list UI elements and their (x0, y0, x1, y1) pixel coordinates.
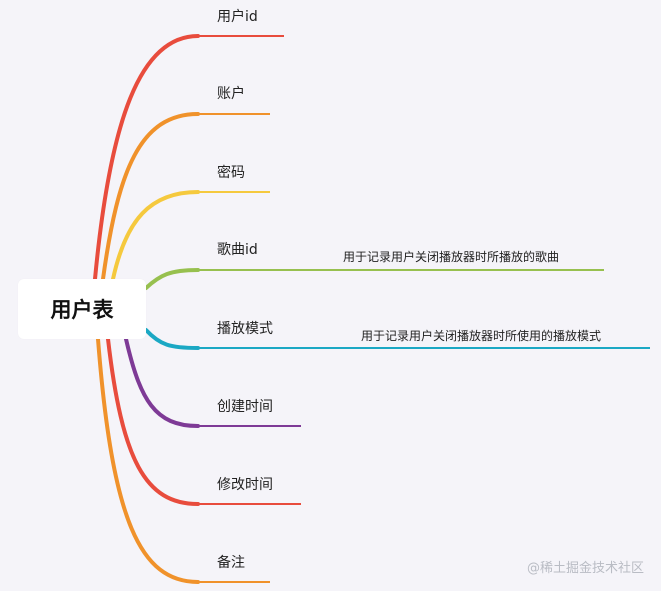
branch-note-song-id[interactable]: 用于记录用户关闭播放器时所播放的歌曲 (343, 250, 560, 264)
root-node[interactable]: 用户表 (18, 279, 146, 339)
branch-label-song-id[interactable]: 歌曲id (217, 242, 258, 258)
branch-label-update-time[interactable]: 修改时间 (217, 477, 273, 493)
watermark: @稀土掘金技术社区 (526, 561, 644, 576)
branch-label-account[interactable]: 账户 (217, 86, 245, 102)
branch-edges (93, 34, 200, 584)
branch-label-remark[interactable]: 备注 (217, 555, 245, 571)
branch-edge-account (101, 112, 200, 281)
branch-note-play-mode[interactable]: 用于记录用户关闭播放器时所使用的播放模式 (361, 329, 602, 343)
branch-edge-remark (96, 337, 200, 584)
branch-label-play-mode[interactable]: 播放模式 (217, 321, 273, 337)
branch-underlines (198, 35, 650, 583)
branch-edge-play-mode (144, 328, 200, 350)
branch-edge-user-id (93, 34, 200, 281)
branch-label-user-id[interactable]: 用户id (217, 9, 258, 25)
branch-label-create-time[interactable]: 创建时间 (217, 399, 273, 415)
branch-edge-song-id (144, 268, 200, 290)
root-node-label: 用户表 (50, 298, 114, 322)
branch-edge-create-time (124, 337, 200, 428)
branch-edge-update-time (106, 337, 200, 506)
branch-label-password[interactable]: 密码 (217, 165, 245, 181)
branch-edge-password (111, 190, 200, 281)
